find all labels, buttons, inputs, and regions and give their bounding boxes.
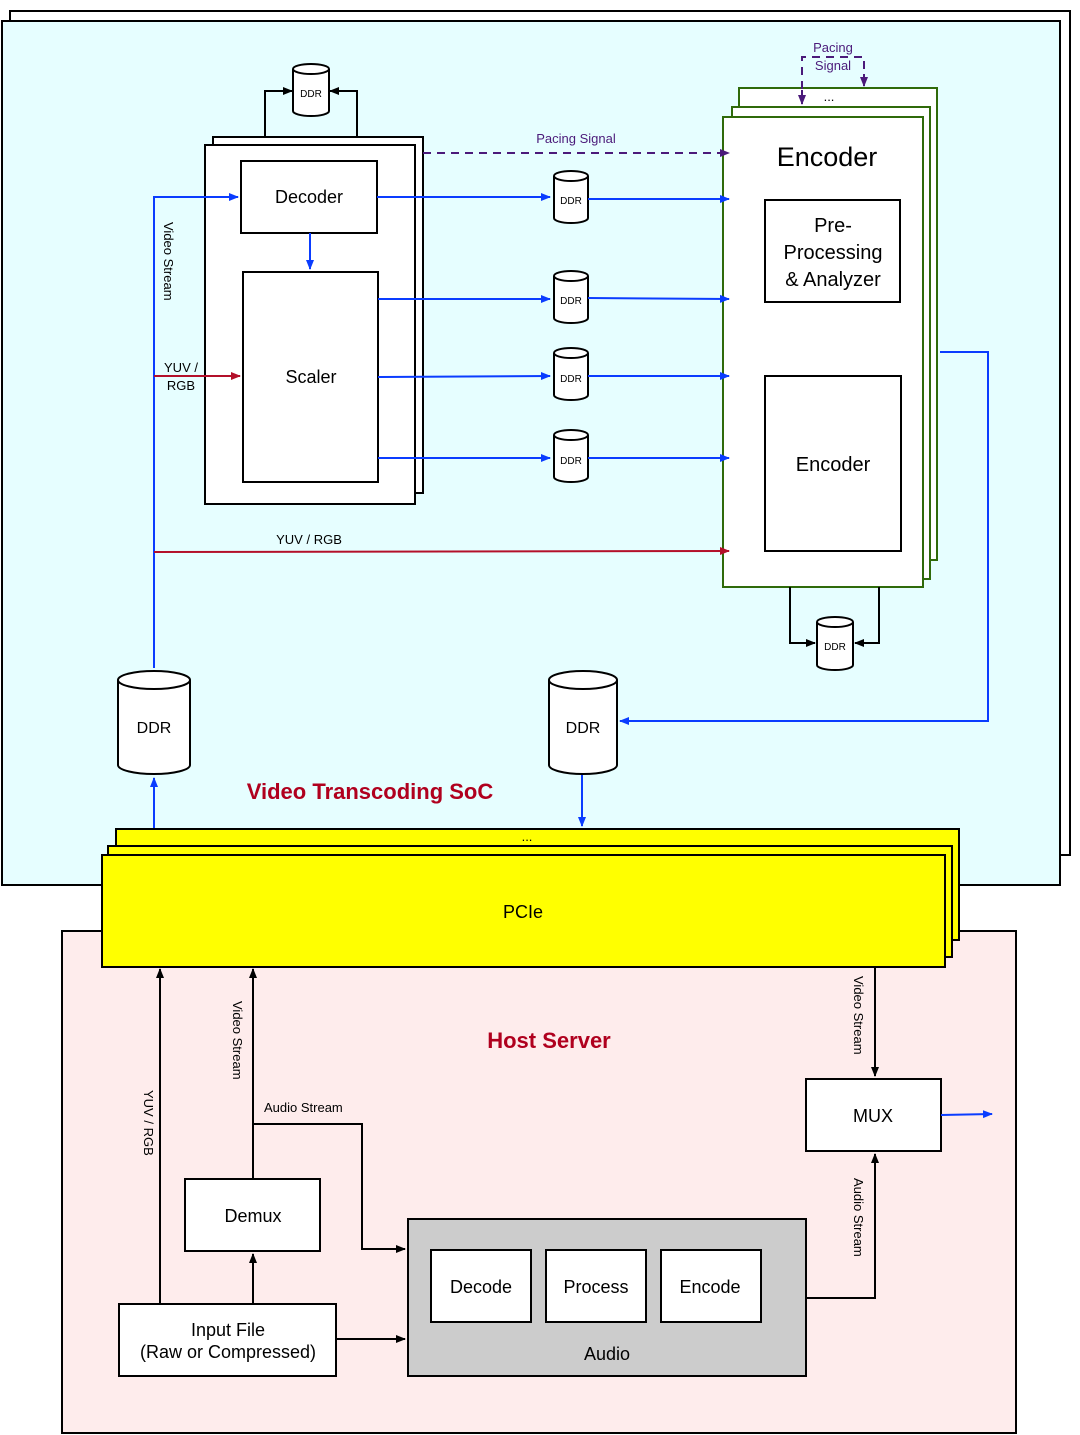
encoder-ellipsis: ...: [824, 89, 835, 104]
decoder-ddr: DDR: [264, 63, 358, 137]
input-file-box: [118, 1303, 337, 1377]
raw-edges-soc: [153, 372, 730, 556]
audio-decode-box: [430, 1249, 532, 1323]
pacing-top-label-2: Signal: [815, 58, 851, 73]
inner-encoder-box: [764, 375, 902, 552]
decoder-stack: Decoder Scaler: [204, 136, 424, 505]
yuv-rgb-scaler-label-1: YUV /: [164, 360, 198, 375]
yuv-rgb-bypass-label: YUV / RGB: [276, 532, 342, 547]
soc-ddr-out-label: DDR: [566, 720, 601, 737]
ddr-buffer-label: DDR: [560, 374, 582, 385]
inner-encoder-label: Encoder: [796, 454, 871, 476]
audio-encode-box: [660, 1249, 762, 1323]
yuv-rgb-scaler-label-2: RGB: [167, 378, 195, 393]
ddr-buffer: DDR: [553, 270, 589, 324]
input-file-label-2: (Raw or Compressed): [140, 1342, 316, 1362]
pacing-signal-edge: Pacing Signal Pacing Signal: [423, 40, 868, 157]
encoder-stack: ... Encoder Pre- Processing & Analyzer E…: [722, 87, 938, 588]
audio-process-box: [545, 1249, 647, 1323]
preprocessing-label-1: Pre-: [814, 215, 852, 237]
audio-process-label: Process: [563, 1277, 628, 1297]
pcie-stack: ... PCIe: [101, 828, 960, 968]
mux-box: [805, 1078, 942, 1152]
decoder-box: [240, 160, 378, 234]
audio-encode-label: Encode: [679, 1277, 740, 1297]
ddr-buffer-label: DDR: [560, 456, 582, 467]
ddr-buffer: DDR: [553, 170, 589, 224]
video-stream-soc-label: Video Stream: [161, 222, 176, 301]
pacing-top-label-1: Pacing: [813, 40, 853, 55]
demux-label: Demux: [224, 1206, 281, 1226]
audio-decode-label: Decode: [450, 1277, 512, 1297]
decoder-label: Decoder: [275, 187, 343, 207]
pcie-ellipsis: ...: [522, 829, 533, 844]
audio-group: Decode Process Encode Audio: [407, 1218, 807, 1377]
input-file-label-1: Input File: [191, 1320, 265, 1340]
soc-title: Video Transcoding SoC: [247, 779, 494, 804]
host-audio-stream-label: Audio Stream: [264, 1100, 343, 1115]
soc-ddr-in: DDR: [117, 670, 191, 775]
scaler-label: Scaler: [285, 367, 336, 387]
encoder-ddr-label: DDR: [824, 642, 846, 653]
host-video-stream-label: Video Stream: [230, 1001, 245, 1080]
audio-group-label: Audio: [584, 1344, 630, 1364]
ddr-buffer-column: DDR DDR DDR DDR: [553, 170, 589, 483]
preprocessing-label-2: Processing: [784, 242, 883, 264]
video-edges-soc: [150, 193, 989, 828]
ddr-buffer: DDR: [553, 347, 589, 401]
encoder-title: Encoder: [777, 142, 878, 172]
soc-ddr-out: DDR: [548, 670, 618, 775]
ddr-buffer-label: DDR: [560, 196, 582, 207]
mux-output-edge: [940, 1110, 993, 1119]
preprocessing-box: [764, 199, 901, 303]
host-title: Host Server: [487, 1028, 611, 1053]
encoder-ddr: DDR: [789, 587, 880, 671]
host-edges: [156, 967, 879, 1343]
preprocessing-label-3: & Analyzer: [785, 269, 881, 291]
pcie-box: [101, 854, 946, 968]
ddr-buffer-label: DDR: [560, 296, 582, 307]
soc-ddr-in-label: DDR: [137, 720, 172, 737]
mux-label: MUX: [853, 1106, 893, 1126]
mux-video-stream-label: Video Stream: [851, 976, 866, 1055]
scaler-box: [242, 271, 379, 483]
pcie-label: PCIe: [503, 902, 543, 922]
pacing-signal-label: Pacing Signal: [536, 131, 616, 146]
ddr-buffer: DDR: [553, 429, 589, 483]
mux-audio-stream-label: Audio Stream: [851, 1178, 866, 1257]
host-yuv-rgb-label: YUV / RGB: [141, 1090, 156, 1156]
decoder-ddr-label: DDR: [300, 89, 322, 100]
